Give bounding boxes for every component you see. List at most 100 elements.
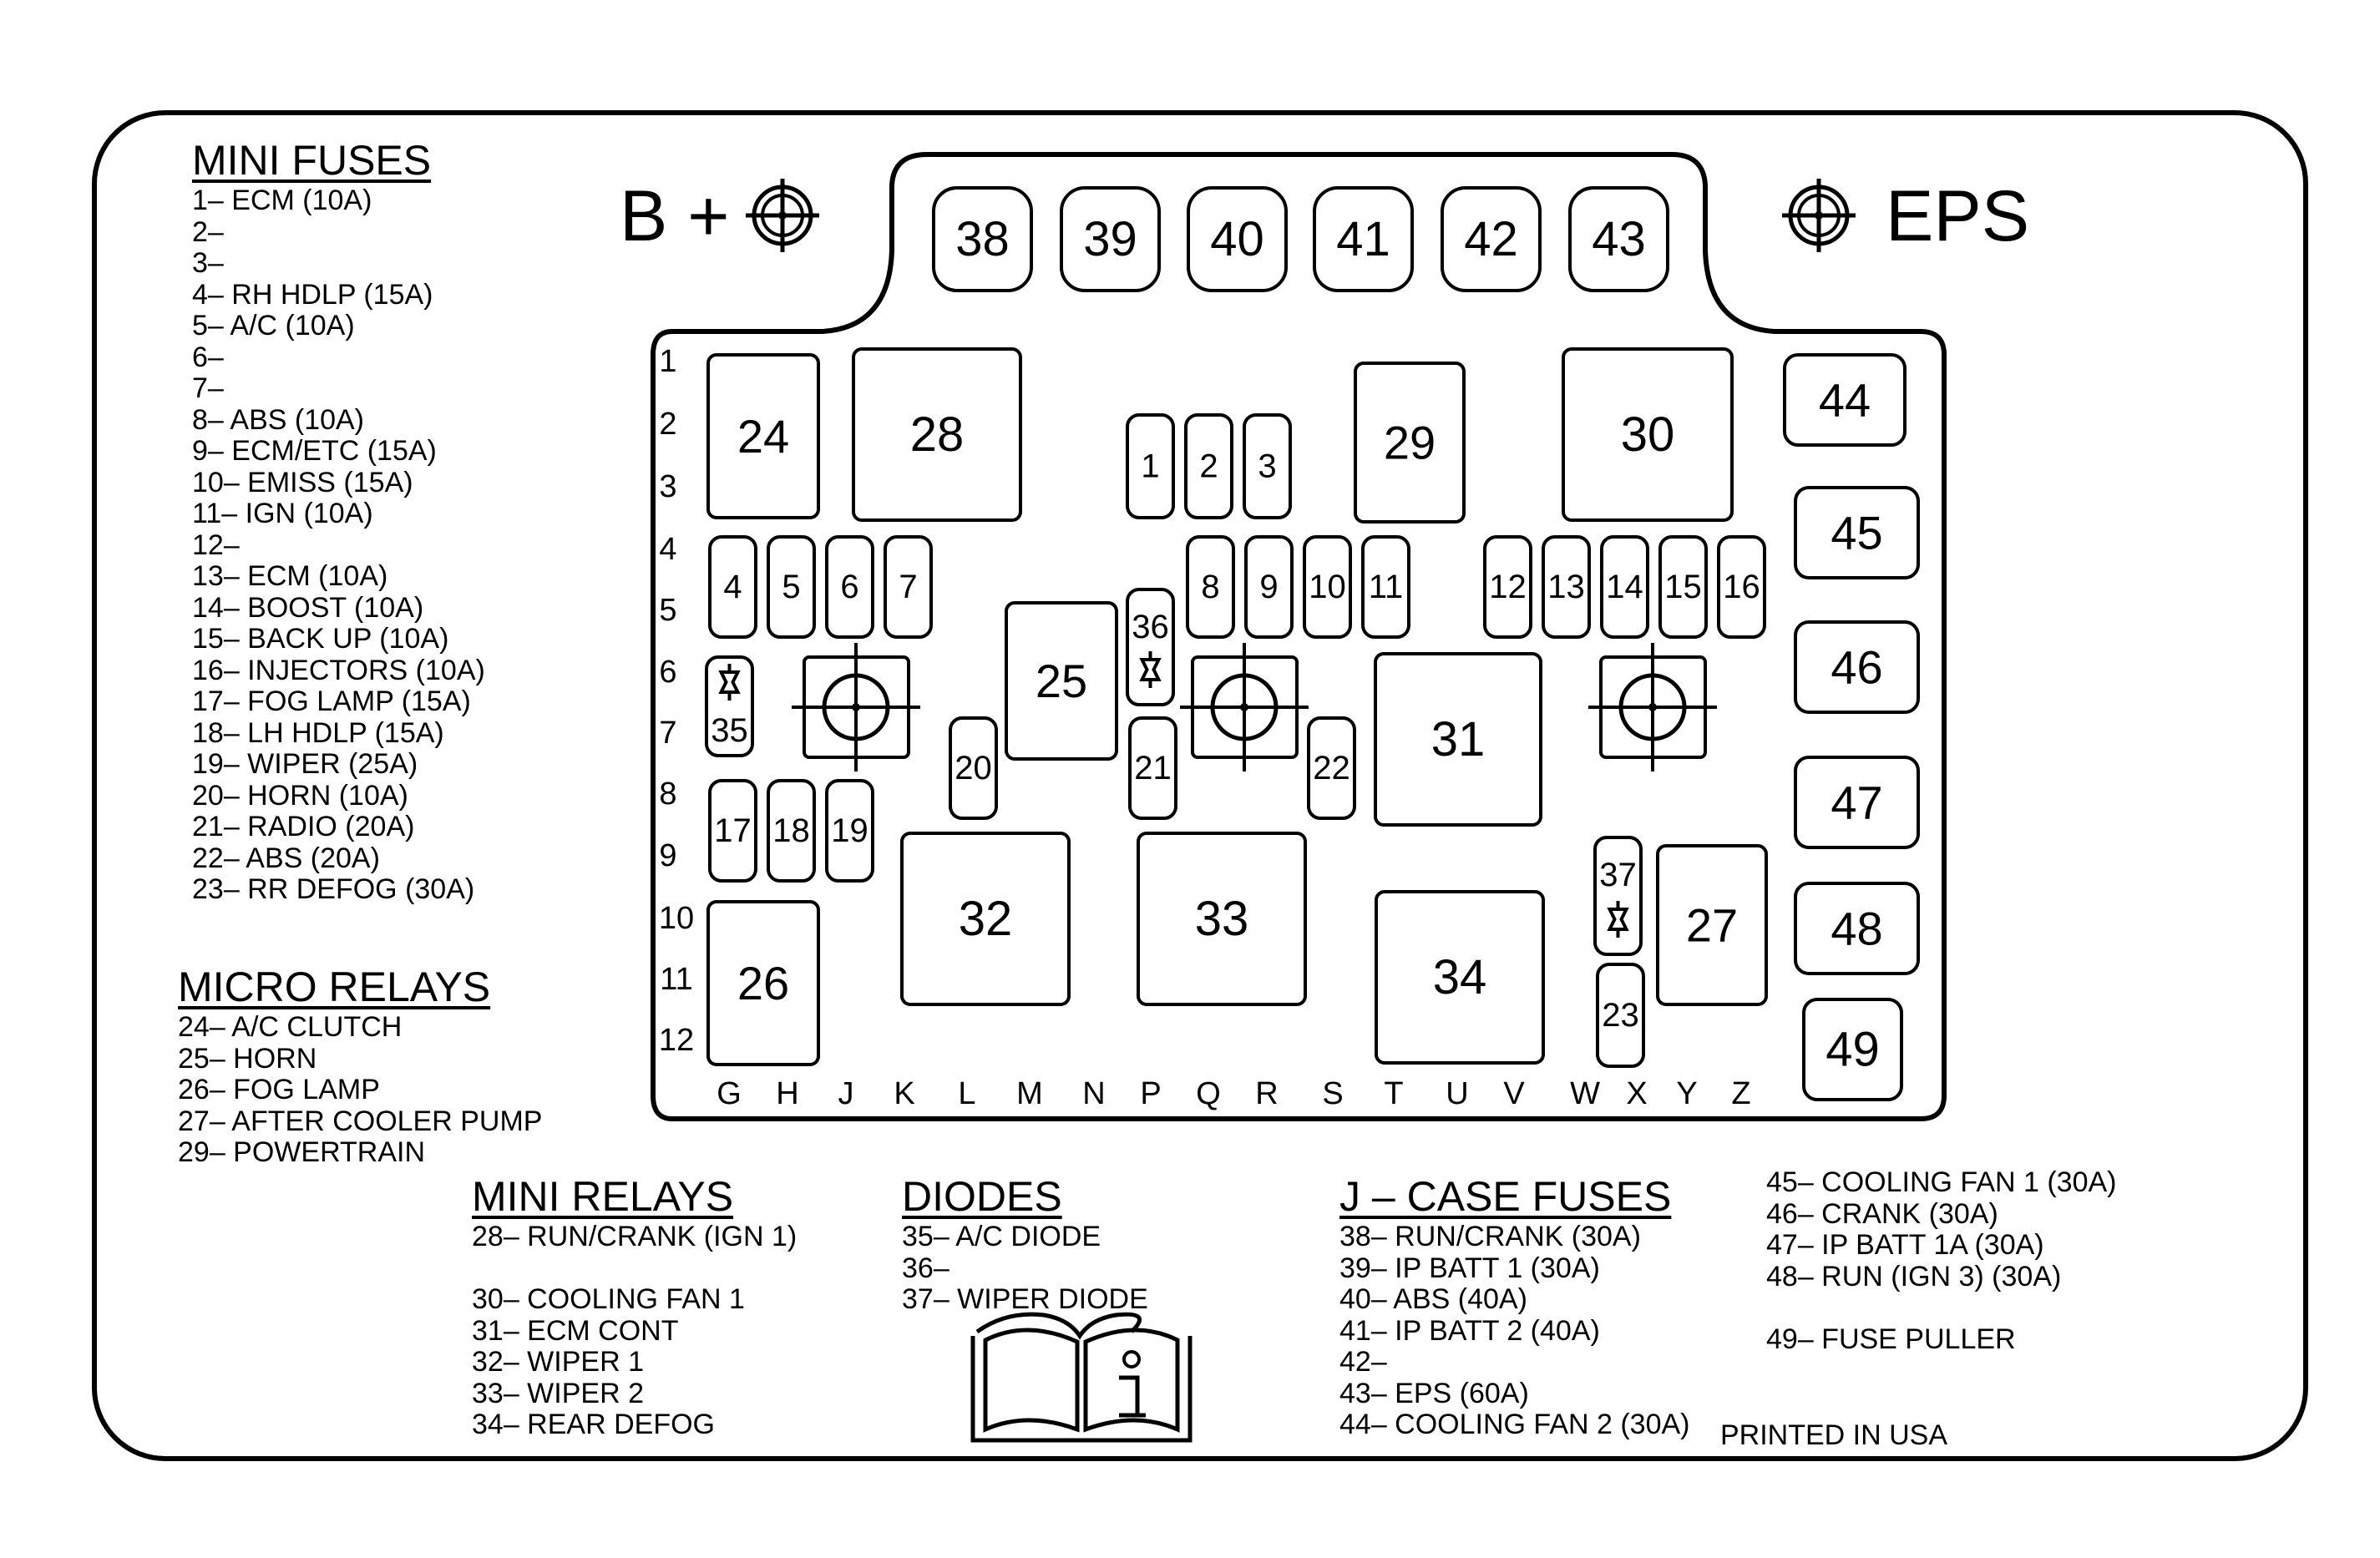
mini-fuse-number: 22: [1313, 750, 1350, 787]
legend-item: 37– WIPER DIODE: [902, 1283, 1148, 1315]
mini-fuse-outline: [1184, 413, 1233, 519]
mini-relay-slot-28: 28: [852, 347, 1022, 522]
j-case-fuse-outline: [1794, 486, 1920, 579]
b-plus-stud-icon: [746, 179, 819, 252]
legend-item: 24– A/C CLUTCH: [178, 1011, 403, 1043]
legend-item: 41– IP BATT 2 (40A): [1339, 1314, 1600, 1347]
mini-fuse-slot-19: 19: [825, 779, 874, 883]
legend-item: 45– COOLING FAN 1 (30A): [1766, 1166, 2117, 1198]
j-case-fuse-outline: [1441, 186, 1542, 292]
legend-item: 7–: [192, 372, 224, 404]
legend-title: DIODES: [902, 1173, 1062, 1220]
mini-fuse-outline: [1186, 535, 1235, 639]
legend-item: 33– WIPER 2: [472, 1377, 644, 1409]
legend-item: 19– WIPER (25A): [192, 748, 418, 780]
legend-item: 42–: [1339, 1346, 1387, 1378]
j-case-fuse-outline: [1794, 882, 1920, 975]
j-case-fuse-number: 45: [1831, 507, 1882, 559]
mini-fuse-outline: [767, 535, 816, 639]
row-label: 3: [659, 469, 676, 504]
micro-relay-outline: [706, 353, 820, 519]
row-label: 10: [659, 901, 694, 936]
legend-item: 9– ECM/ETC (15A): [192, 435, 437, 467]
diode-number: 35: [711, 712, 748, 749]
j-case-fuse-number: 40: [1210, 212, 1264, 266]
legend-item: 32– WIPER 1: [472, 1346, 644, 1378]
mini-fuse-slot-8: 8: [1186, 535, 1235, 639]
legend-item: 15– BACK UP (10A): [192, 623, 449, 655]
legend-item: 29– POWERTRAIN: [178, 1136, 426, 1168]
j-case-fuse-outline: [1794, 756, 1920, 849]
micro-relay-outline: [706, 900, 820, 1066]
legend-item: 44– COOLING FAN 2 (30A): [1339, 1409, 1690, 1440]
mini-fuse-slot-12: 12: [1483, 535, 1532, 639]
j-case-fuse-slot-45: 45: [1794, 486, 1920, 579]
mini-fuse-number: 14: [1606, 569, 1643, 605]
mini-relay-outline: [1562, 347, 1734, 522]
column-label: Q: [1196, 1076, 1221, 1111]
mini-fuse-slot-21: 21: [1128, 716, 1177, 820]
mini-fuse-outline: [1126, 413, 1175, 519]
diode-number: 36: [1132, 609, 1169, 645]
legend-item: 43– EPS (60A): [1339, 1377, 1529, 1409]
j-case-fuse-number: 39: [1083, 212, 1137, 266]
mini-relay-outline: [1374, 652, 1542, 827]
mini-relay-number: 31: [1431, 712, 1486, 766]
mini-fuse-outline: [1128, 716, 1177, 820]
fuse-puller-slot-49: 49: [1802, 998, 1903, 1101]
row-label: 2: [659, 407, 676, 442]
mini-fuse-number: 20: [955, 750, 992, 787]
legend-item: 12–: [192, 529, 240, 561]
column-label: L: [958, 1076, 975, 1111]
legend-item: 8– ABS (10A): [192, 403, 365, 436]
j-case-fuse-number: 42: [1464, 212, 1518, 266]
mini-fuse-outline: [1600, 535, 1649, 639]
column-label: T: [1384, 1076, 1403, 1111]
mini-fuse-slot-7: 7: [884, 535, 933, 639]
b-plus-label: B +: [620, 176, 729, 256]
mini-relay-slot-30: 30: [1562, 347, 1734, 522]
j-case-fuse-number: 38: [955, 212, 1010, 266]
mini-fuse-slot-20: 20: [949, 716, 998, 820]
diode-number: 37: [1599, 857, 1637, 893]
mini-relay-outline: [1375, 890, 1545, 1065]
j-case-fuse-number: 43: [1592, 212, 1646, 266]
legend-list: 45– COOLING FAN 1 (30A)46– CRANK (30A)47…: [1766, 1166, 2117, 1355]
mini-relay-number: 28: [910, 407, 965, 462]
j-case-fuse-number: 44: [1819, 374, 1871, 427]
j-case-fuse-number: 41: [1336, 212, 1390, 266]
mini-relay-number: 32: [959, 892, 1013, 946]
mini-relay-number: 30: [1621, 407, 1675, 462]
column-label: H: [776, 1076, 798, 1111]
mini-fuse-number: 6: [840, 569, 858, 605]
mini-relay-outline: [900, 832, 1071, 1006]
micro-relay-outline: [1005, 601, 1118, 761]
micro-relay-outline: [1656, 844, 1768, 1006]
legend-item: 39– IP BATT 1 (30A): [1339, 1252, 1600, 1284]
legend-item: 20– HORN (10A): [192, 779, 408, 812]
mini-fuse-slot-22: 22: [1307, 716, 1356, 820]
j-case-fuse-slot-44: 44: [1783, 353, 1907, 447]
row-label: 6: [659, 655, 676, 690]
legend-item: 22– ABS (20A): [192, 842, 380, 874]
micro-relay-number: 25: [1036, 655, 1087, 707]
legend-item: 47– IP BATT 1A (30A): [1766, 1229, 2044, 1261]
mini-fuse-slot-1: 1: [1126, 413, 1175, 519]
row-label: 8: [659, 776, 676, 812]
column-label: J: [838, 1076, 854, 1111]
legend-item: 35– A/C DIODE: [902, 1221, 1101, 1252]
micro-relay-slot-24: 24: [706, 353, 820, 519]
outer-border: [92, 110, 2308, 1461]
legend-item: 13– ECM (10A): [192, 560, 388, 592]
mini-fuse-number: 21: [1134, 750, 1172, 787]
mini-fuse-slot-17: 17: [708, 779, 757, 883]
fuse-puller-number: 49: [1826, 1023, 1880, 1077]
column-label: N: [1082, 1076, 1105, 1111]
column-label: K: [894, 1076, 914, 1111]
j-case-fuse-slot-38: 38: [932, 186, 1033, 292]
mini-fuse-outline: [884, 535, 933, 639]
legend-j-case-fuses-continued: 45– COOLING FAN 1 (30A)46– CRANK (30A)47…: [1766, 1166, 2117, 1355]
legend-item: 4– RH HDLP (15A): [192, 278, 433, 311]
mini-fuse-outline: [1542, 535, 1591, 639]
